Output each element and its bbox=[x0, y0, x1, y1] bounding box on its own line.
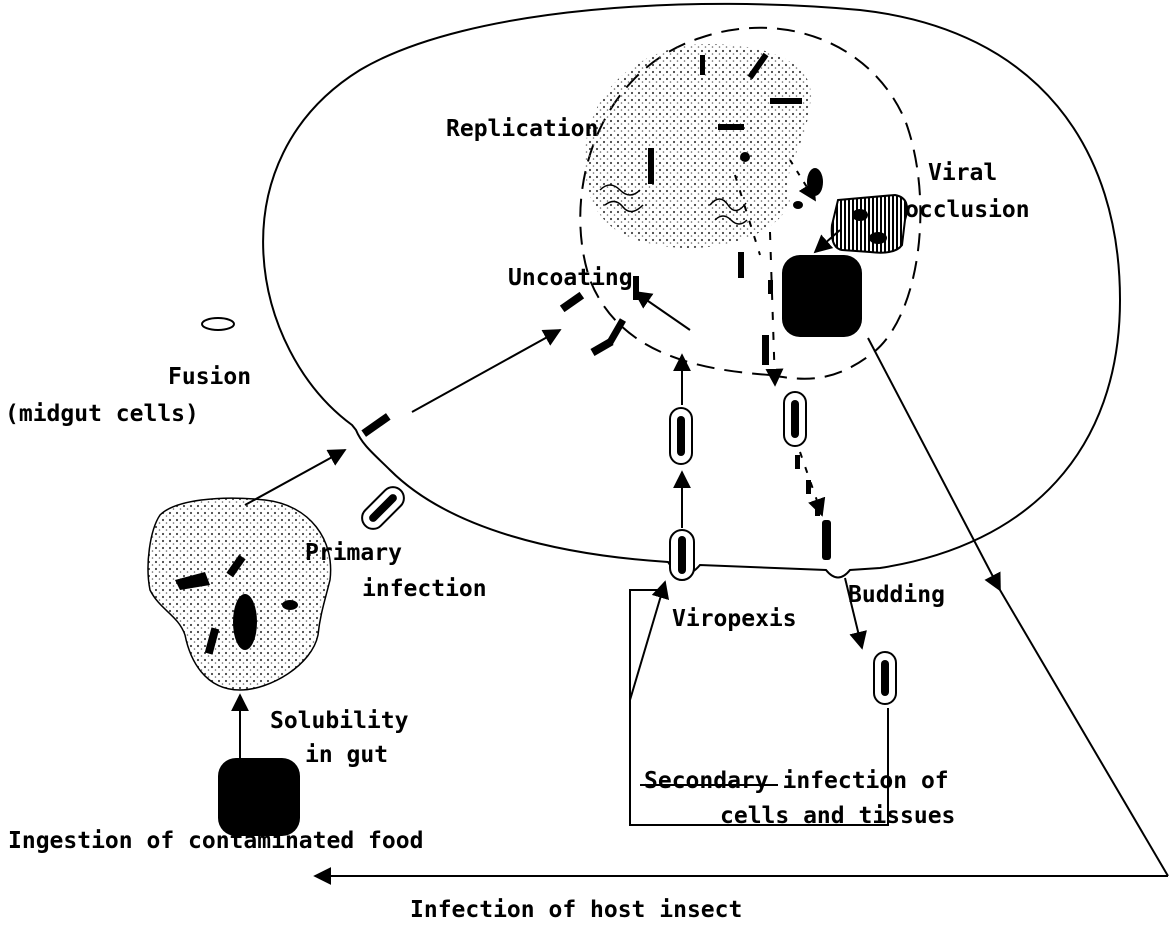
occlusion-body bbox=[782, 255, 862, 337]
label-replication: Replication bbox=[446, 116, 598, 143]
label-viral: Viral bbox=[928, 160, 997, 187]
label-midgut-cells: (midgut cells) bbox=[5, 401, 199, 428]
replication-stroma bbox=[585, 44, 812, 248]
primary-infection-blob bbox=[148, 498, 331, 690]
label-solubility: Solubility bbox=[270, 708, 408, 735]
label-fusion: Fusion bbox=[168, 364, 251, 391]
label-in-gut: in gut bbox=[305, 742, 388, 769]
ingested-occlusion-body bbox=[218, 758, 300, 836]
label-occlusion: occlusion bbox=[905, 197, 1030, 224]
label-budding: Budding bbox=[848, 582, 945, 609]
occlusion-forming bbox=[832, 195, 907, 253]
label-ingestion: Ingestion of contaminated food bbox=[8, 828, 423, 855]
label-primary: Primary bbox=[305, 540, 402, 567]
label-cells-tissues: cells and tissues bbox=[720, 803, 955, 830]
label-infection: infection bbox=[362, 576, 487, 603]
label-infection-host: Infection of host insect bbox=[410, 897, 742, 924]
label-uncoating: Uncoating bbox=[508, 265, 633, 292]
label-viropexis: Viropexis bbox=[672, 606, 797, 633]
label-secondary: Secondary infection of bbox=[644, 768, 949, 795]
